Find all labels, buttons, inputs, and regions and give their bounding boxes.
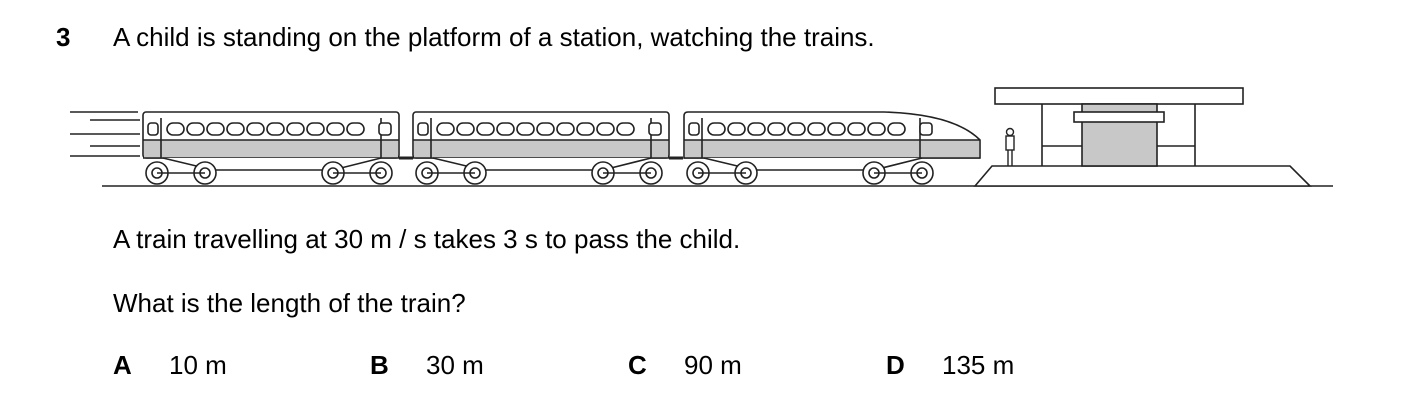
option-c-text: 90 m — [684, 350, 742, 380]
child-figure — [1005, 127, 1015, 166]
train-carriage — [142, 111, 413, 185]
train-station-illustration — [70, 87, 1333, 187]
platform — [973, 165, 1312, 187]
question-stem: A child is standing on the platform of a… — [113, 22, 875, 52]
option-a-letter: A — [113, 350, 132, 380]
option-d-letter: D — [886, 350, 905, 380]
given-information: A train travelling at 30 m / s takes 3 s… — [113, 224, 741, 254]
question-ask: What is the length of the train? — [113, 288, 466, 318]
train-carriage — [683, 111, 981, 185]
option-c-letter: C — [628, 350, 647, 380]
question-number: 3 — [56, 22, 71, 52]
station-shelter — [994, 87, 1244, 167]
option-b-letter: B — [370, 350, 389, 380]
option-a[interactable]: A 10 m — [113, 350, 227, 381]
option-d-text: 135 m — [942, 350, 1015, 380]
motion-lines — [70, 111, 140, 157]
train-carriage — [412, 111, 683, 185]
option-b-text: 30 m — [426, 350, 484, 380]
option-c[interactable]: C 90 m — [628, 350, 742, 381]
option-d[interactable]: D 135 m — [886, 350, 1014, 381]
option-a-text: 10 m — [169, 350, 227, 380]
option-b[interactable]: B 30 m — [370, 350, 484, 381]
